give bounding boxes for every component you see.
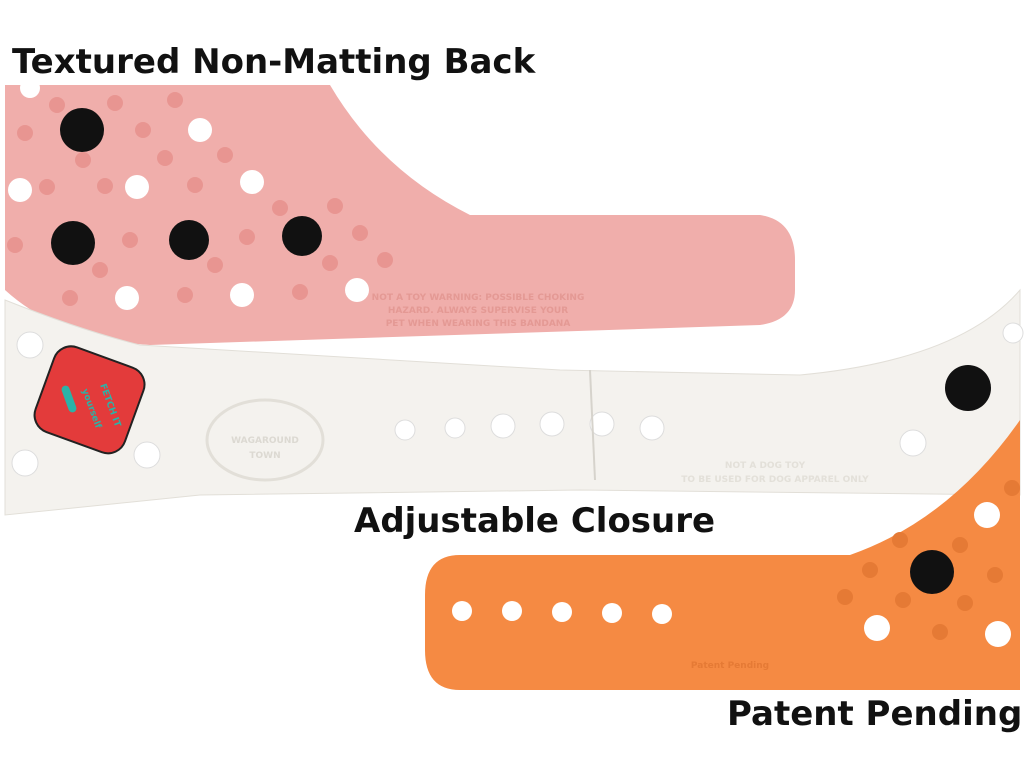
- snap-knobs: [51, 108, 991, 594]
- pink-bandana-band: [5, 85, 795, 345]
- orange-bumps: [837, 480, 1020, 640]
- label-textured-back: Textured Non-Matting Back: [12, 42, 536, 82]
- svg-text:TOWN: TOWN: [249, 451, 280, 461]
- wagaround-logo-emboss: [205, 398, 325, 482]
- svg-text:NOT A TOY WARNING: POSSIBLE CH: NOT A TOY WARNING: POSSIBLE CHOKING: [372, 293, 585, 303]
- svg-text:TO BE USED FOR DOG APPAREL ONL: TO BE USED FOR DOG APPAREL ONLY: [681, 475, 869, 485]
- label-patent-pending: Patent Pending: [727, 694, 1023, 734]
- pink-bumps: [7, 92, 393, 306]
- orange-holes: [452, 502, 1011, 647]
- svg-text:WAGAROUND: WAGAROUND: [231, 436, 299, 446]
- label-adjustable-closure: Adjustable Closure: [354, 501, 716, 541]
- svg-text:NOT A DOG TOY: NOT A DOG TOY: [725, 461, 806, 471]
- fetch-it-charm: [33, 345, 146, 455]
- svg-text:PET WHEN WEARING THIS BANDANA: PET WHEN WEARING THIS BANDANA: [386, 319, 571, 329]
- white-holes: [11, 322, 1024, 477]
- svg-text:HAZARD. ALWAYS SUPERVISE YOUR: HAZARD. ALWAYS SUPERVISE YOUR: [388, 306, 568, 316]
- svg-text:Patent Pending: Patent Pending: [691, 661, 769, 671]
- white-bandana-band: [4, 288, 1021, 516]
- bone-icon: [61, 385, 77, 413]
- pink-holes: [8, 78, 369, 310]
